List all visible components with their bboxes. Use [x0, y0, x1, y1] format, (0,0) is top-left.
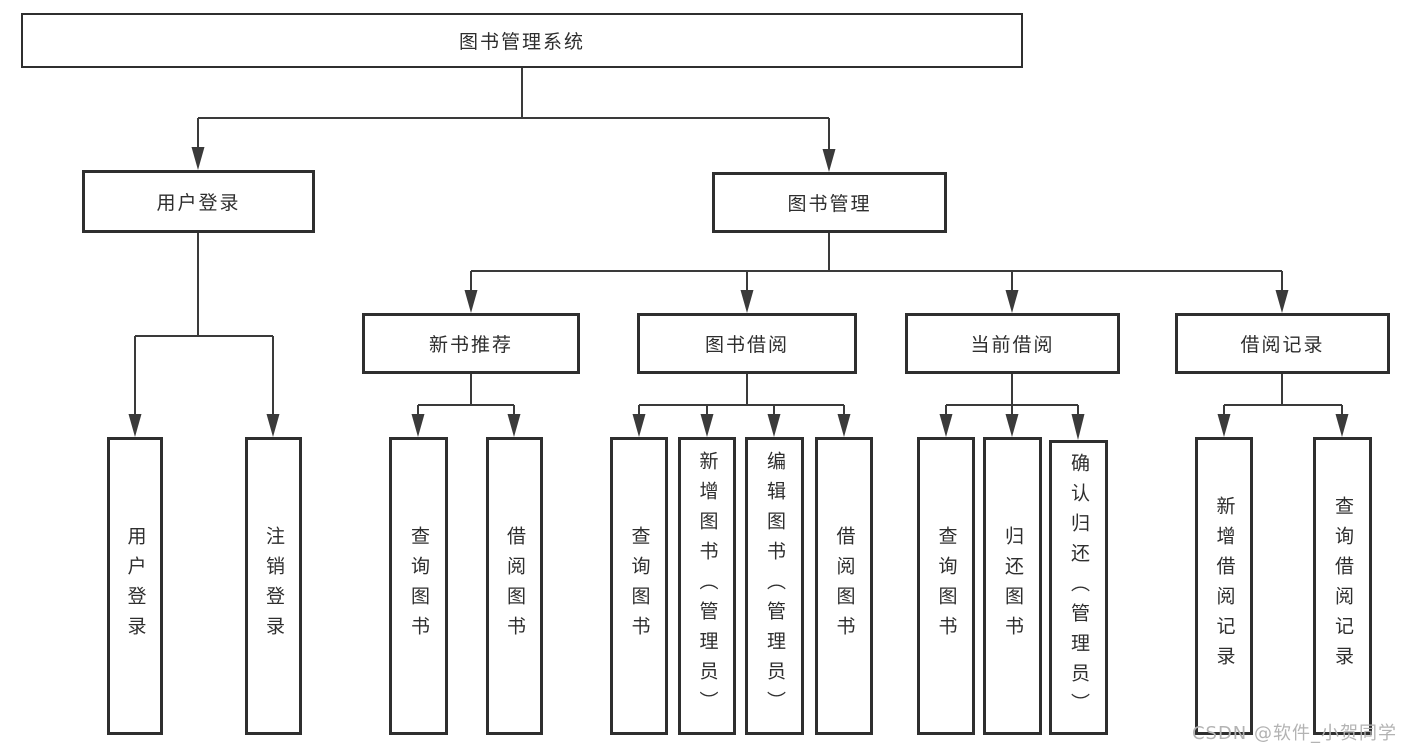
node-user-login: 用户登录 — [82, 170, 315, 233]
leaf-label: 查询借阅记录 — [1332, 496, 1354, 676]
node-label: 图书借阅 — [704, 334, 789, 356]
leaf-return-books: 归还图书 — [983, 437, 1042, 735]
csdn-watermark: CSDN @软件_小贺同学 — [1191, 723, 1397, 744]
leaf-label: 新增借阅记录 — [1213, 496, 1236, 676]
leaf-query-books-2: 查询图书 — [610, 437, 668, 735]
leaf-edit-books-admin: 编辑图书（管理员） — [745, 437, 804, 735]
connector-book-borrow-to-leaves — [632, 374, 851, 437]
leaf-label: 用户登录 — [124, 526, 147, 646]
connector-new-books-to-leaves — [411, 374, 521, 437]
node-label: 借阅记录 — [1240, 334, 1325, 356]
node-library-management-system: 图书管理系统 — [21, 13, 1023, 68]
leaf-label: 借阅图书 — [504, 526, 526, 646]
connector-borrow-records-to-leaves — [1217, 374, 1349, 437]
leaf-query-books-1: 查询图书 — [389, 437, 448, 735]
connector-user-login-to-leaves — [128, 233, 280, 437]
leaf-label: 查询图书 — [628, 526, 651, 646]
leaf-query-books-3: 查询图书 — [917, 437, 975, 735]
leaf-borrow-books-2: 借阅图书 — [815, 437, 873, 735]
leaf-label: 编辑图书（管理员） — [764, 451, 786, 721]
node-book-management: 图书管理 — [712, 172, 947, 233]
node-current-borrowing: 当前借阅 — [905, 313, 1120, 374]
leaf-confirm-return-admin: 确认归还（管理员） — [1049, 440, 1108, 735]
node-book-borrowing: 图书借阅 — [637, 313, 857, 374]
leaf-label: 确认归还（管理员） — [1068, 452, 1090, 723]
node-label: 图书管理系统 — [458, 31, 585, 53]
node-borrowing-records: 借阅记录 — [1175, 313, 1390, 374]
leaf-logout: 注销登录 — [245, 437, 302, 735]
node-label: 图书管理 — [787, 193, 872, 215]
connector-book-mgmt-to-level3 — [464, 233, 1289, 313]
leaf-label: 查询图书 — [408, 526, 430, 646]
connector-current-borrow-to-leaves — [939, 374, 1085, 440]
leaf-label: 查询图书 — [935, 526, 958, 646]
leaf-borrow-books-1: 借阅图书 — [486, 437, 543, 735]
connector-root-to-level2 — [191, 68, 836, 172]
node-label: 用户登录 — [156, 192, 241, 214]
leaf-query-borrow-record: 查询借阅记录 — [1313, 437, 1372, 735]
leaf-label: 注销登录 — [263, 526, 285, 646]
leaf-add-books-admin: 新增图书（管理员） — [678, 437, 736, 735]
leaf-label: 归还图书 — [1002, 526, 1024, 646]
node-new-book-recommend: 新书推荐 — [362, 313, 580, 374]
leaf-label: 新增图书（管理员） — [696, 451, 719, 721]
leaf-add-borrow-record: 新增借阅记录 — [1195, 437, 1253, 735]
node-label: 当前借阅 — [970, 334, 1055, 356]
node-label: 新书推荐 — [428, 334, 513, 356]
leaf-user-login: 用户登录 — [107, 437, 163, 735]
leaf-label: 借阅图书 — [833, 526, 856, 646]
